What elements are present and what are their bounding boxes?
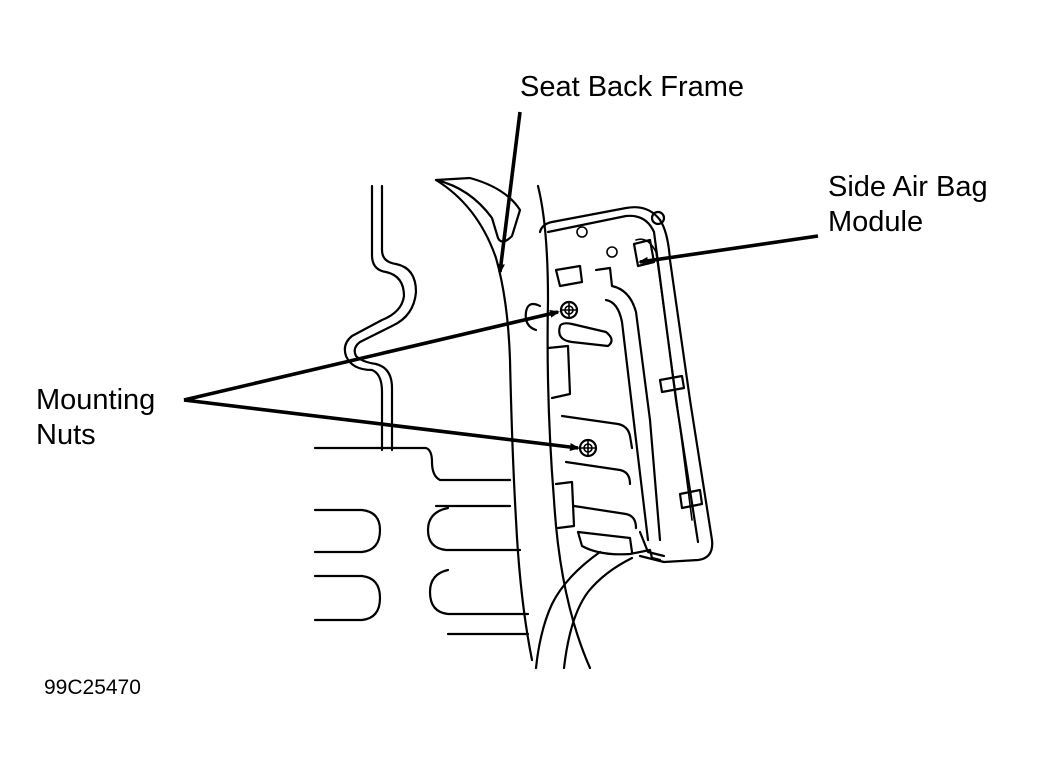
seat-back-frame-member	[434, 176, 592, 670]
figure-code: 99C25470	[44, 676, 141, 699]
arrow-seat-back-frame	[497, 111, 522, 274]
arrow-mounting-nut-lower	[183, 398, 580, 452]
side-air-bag-label-line1: Side Air Bag	[828, 171, 988, 203]
seat-frame-tube	[343, 184, 418, 452]
arrow-mounting-nut-upper	[183, 309, 560, 402]
mounting-nuts-label-line1: Mounting	[36, 384, 156, 416]
side-air-bag-module-label: Side Air Bag Module	[828, 170, 988, 240]
mounting-nuts-label: Mounting Nuts	[36, 383, 155, 453]
mounting-nuts-label-line2: Nuts	[36, 419, 96, 451]
leader-arrows	[183, 111, 819, 452]
seat-foam-pads	[313, 446, 530, 636]
side-air-bag-module	[534, 206, 714, 670]
seat-back-frame-label: Seat Back Frame	[520, 71, 745, 103]
mounting-nut-lower	[578, 438, 598, 458]
arrow-side-air-bag-module	[638, 234, 819, 265]
side-air-bag-label-line2: Module	[828, 206, 924, 238]
mounting-nut-upper	[559, 300, 579, 320]
